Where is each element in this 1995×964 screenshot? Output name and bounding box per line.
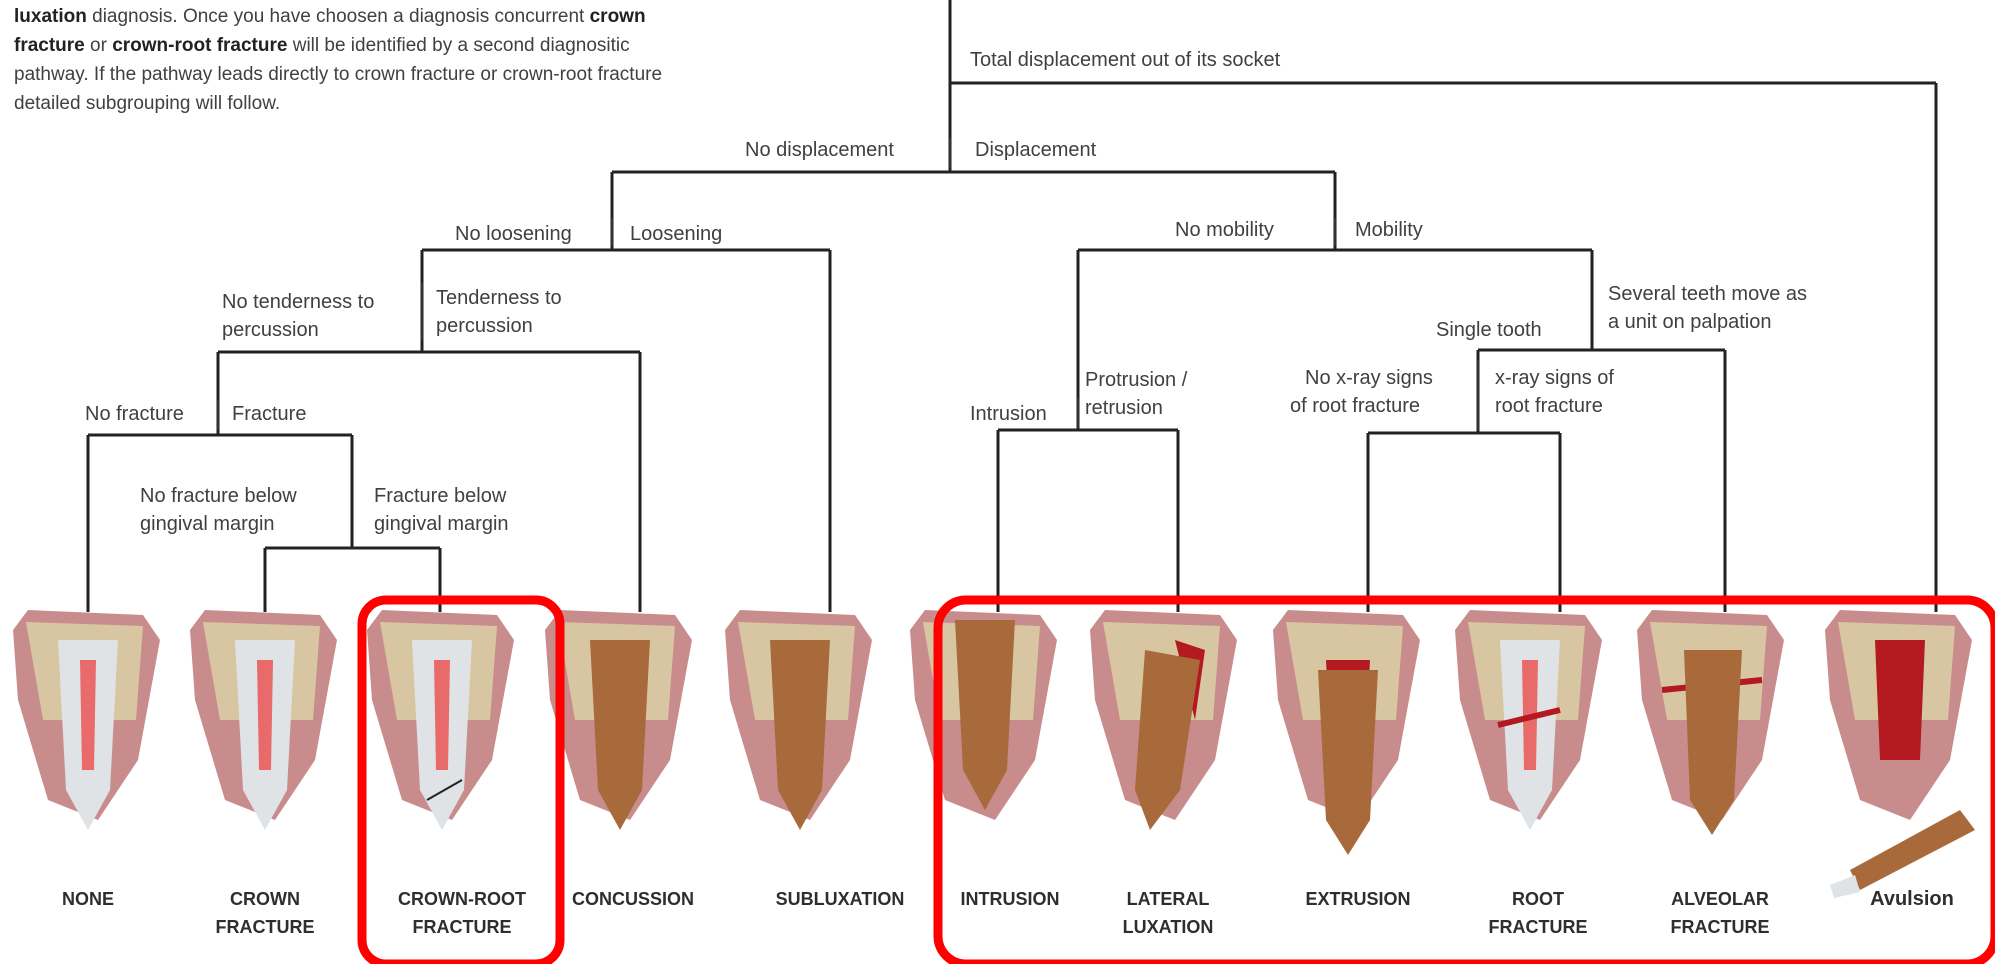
intro-bold-luxation: luxation bbox=[14, 6, 87, 27]
diagnosis-avulsion: Avulsion bbox=[1837, 885, 1987, 913]
tooth-root-fracture bbox=[1455, 610, 1602, 830]
diagnosis-crown-fracture: CROWN FRACTURE bbox=[190, 885, 340, 941]
label-several-teeth-line2: a unit on palpation bbox=[1608, 310, 1771, 334]
diagnosis-intrusion: INTRUSION bbox=[935, 885, 1085, 913]
label-tenderness-line2: percussion bbox=[436, 314, 533, 338]
label-no-loosening: No loosening bbox=[455, 222, 572, 246]
diagnosis-crown-root-fracture: CROWN-ROOT FRACTURE bbox=[387, 885, 537, 941]
tooth-extrusion bbox=[1273, 610, 1420, 855]
diagnosis-root-fracture: ROOT FRACTURE bbox=[1463, 885, 1613, 941]
label-displacement: Displacement bbox=[975, 138, 1096, 162]
label-xray-line2: root fracture bbox=[1495, 394, 1603, 418]
label-several-teeth-line1: Several teeth move as bbox=[1608, 282, 1807, 306]
diagnosis-crown-fracture-line1: CROWN bbox=[190, 885, 340, 913]
label-mobility: Mobility bbox=[1355, 218, 1423, 242]
tooth-lateral-luxation bbox=[1090, 610, 1237, 830]
label-total-displacement: Total displacement out of its socket bbox=[970, 48, 1280, 72]
diagnosis-extrusion-line1: EXTRUSION bbox=[1283, 885, 1433, 913]
diagnosis-avulsion-line1: Avulsion bbox=[1837, 885, 1987, 913]
diagnosis-concussion: CONCUSSION bbox=[558, 885, 708, 913]
label-no-displacement: No displacement bbox=[745, 138, 894, 162]
diagnosis-subluxation: SUBLUXATION bbox=[765, 885, 915, 913]
tooth-avulsion bbox=[1825, 610, 1975, 898]
label-xray-line1: x-ray signs of bbox=[1495, 366, 1614, 390]
diagnosis-none: NONE bbox=[13, 885, 163, 913]
diagnosis-alveolar-fracture: ALVEOLAR FRACTURE bbox=[1645, 885, 1795, 941]
diagnosis-crown-fracture-line2: FRACTURE bbox=[190, 913, 340, 941]
label-no-fracture: No fracture bbox=[85, 402, 184, 426]
label-no-fracture-below-line1: No fracture below bbox=[140, 484, 297, 508]
intro-text-1: diagnosis. Once you have choosen a diagn… bbox=[87, 6, 590, 27]
diagnosis-alveolar-fracture-line1: ALVEOLAR bbox=[1645, 885, 1795, 913]
label-single-tooth: Single tooth bbox=[1436, 318, 1542, 342]
label-separators bbox=[218, 138, 1478, 430]
label-intrusion: Intrusion bbox=[970, 402, 1047, 426]
diagnosis-lateral-luxation-line2: LUXATION bbox=[1093, 913, 1243, 941]
label-protrusion-line1: Protrusion / bbox=[1085, 368, 1187, 392]
tooth-concussion bbox=[545, 610, 692, 830]
tooth-intrusion bbox=[910, 610, 1057, 820]
tooth-crown-root-fracture bbox=[367, 610, 514, 830]
tooth-none bbox=[13, 610, 160, 830]
diagnosis-crown-root-fracture-line1: CROWN-ROOT bbox=[387, 885, 537, 913]
label-no-xray-line1: No x-ray signs bbox=[1305, 366, 1433, 390]
label-fracture-below-line2: gingival margin bbox=[374, 512, 509, 536]
diagnosis-lateral-luxation: LATERAL LUXATION bbox=[1093, 885, 1243, 941]
label-no-mobility: No mobility bbox=[1175, 218, 1274, 242]
tooth-illustrations bbox=[13, 610, 1975, 898]
tooth-crown-fracture bbox=[190, 610, 337, 830]
diagnosis-subluxation-line1: SUBLUXATION bbox=[765, 885, 915, 913]
label-tenderness-line1: Tenderness to bbox=[436, 286, 562, 310]
diagnosis-none-line1: NONE bbox=[13, 885, 163, 913]
tooth-subluxation bbox=[725, 610, 872, 830]
diagnosis-root-fracture-line2: FRACTURE bbox=[1463, 913, 1613, 941]
label-no-tenderness-line2: percussion bbox=[222, 318, 319, 342]
label-no-fracture-below-line2: gingival margin bbox=[140, 512, 275, 536]
label-loosening: Loosening bbox=[630, 222, 722, 246]
diagnosis-crown-root-fracture-line2: FRACTURE bbox=[387, 913, 537, 941]
label-no-tenderness-line1: No tenderness to bbox=[222, 290, 374, 314]
label-no-xray-line2: of root fracture bbox=[1290, 394, 1420, 418]
intro-text-2: or bbox=[85, 35, 112, 56]
diagnosis-root-fracture-line1: ROOT bbox=[1463, 885, 1613, 913]
label-fracture: Fracture bbox=[232, 402, 306, 426]
diagnosis-extrusion: EXTRUSION bbox=[1283, 885, 1433, 913]
intro-bold-crown-root-fracture: crown-root fracture bbox=[112, 35, 287, 56]
diagnosis-concussion-line1: CONCUSSION bbox=[558, 885, 708, 913]
diagnosis-lateral-luxation-line1: LATERAL bbox=[1093, 885, 1243, 913]
label-protrusion-line2: retrusion bbox=[1085, 396, 1163, 420]
intro-paragraph: luxation diagnosis. Once you have choose… bbox=[14, 2, 694, 118]
diagnosis-intrusion-line1: INTRUSION bbox=[935, 885, 1085, 913]
tooth-alveolar-fracture bbox=[1637, 610, 1784, 835]
label-fracture-below-line1: Fracture below bbox=[374, 484, 506, 508]
diagnosis-alveolar-fracture-line2: FRACTURE bbox=[1645, 913, 1795, 941]
